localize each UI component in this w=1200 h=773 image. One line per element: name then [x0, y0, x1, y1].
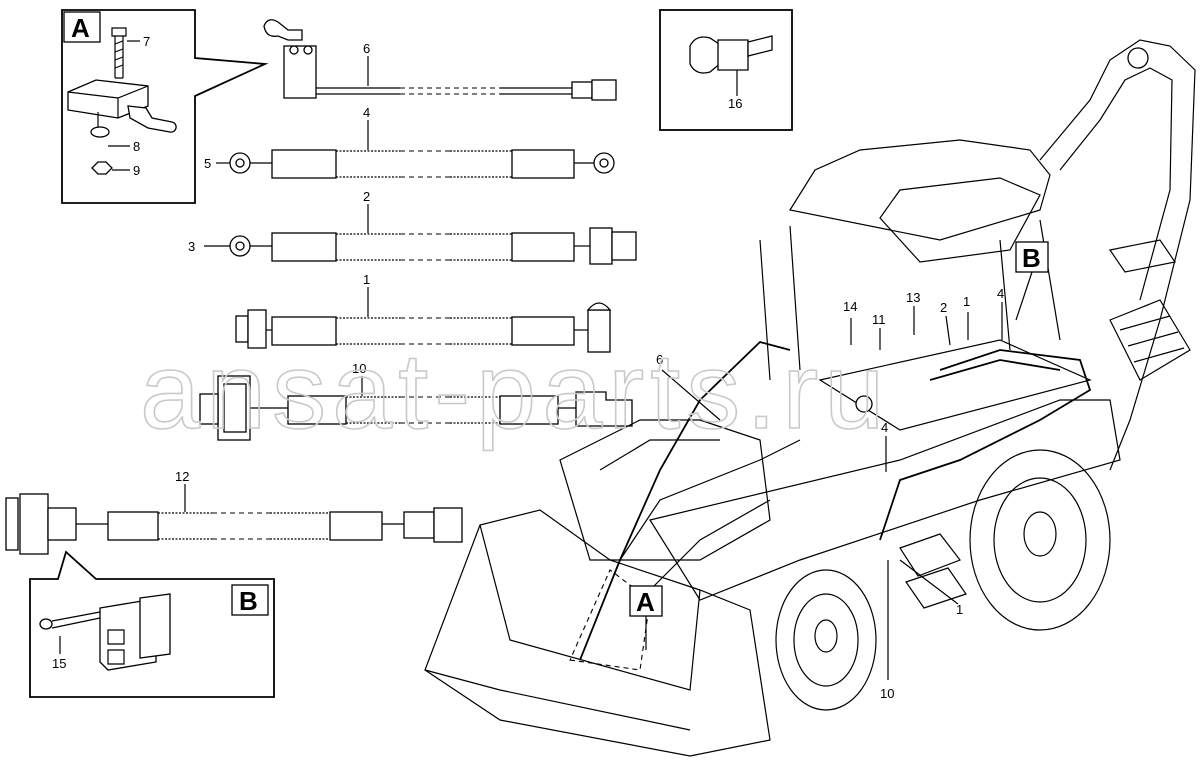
- detail-box-b: B 15: [29, 550, 275, 698]
- detail-box-16: 16: [659, 9, 793, 131]
- part-label-8: 8: [133, 139, 140, 154]
- part-1-cable: 1: [235, 272, 612, 353]
- watermark-text: ansat-parts.ru: [140, 330, 890, 451]
- machine-label-6: 6: [656, 352, 663, 367]
- machine-label-4a: 4: [997, 286, 1004, 301]
- machine-label-11: 11: [872, 312, 886, 327]
- part-label-4: 4: [363, 105, 370, 120]
- part-label-7: 7: [143, 34, 150, 49]
- part-label-12: 12: [175, 469, 189, 484]
- part-label-1: 1: [363, 272, 370, 287]
- machine-label-4b: 4: [881, 420, 888, 435]
- machine-label-14: 14: [843, 299, 857, 314]
- part-2-cable: 2 3: [188, 189, 637, 265]
- part-label-16: 16: [728, 96, 742, 111]
- part-6-cable: 6: [263, 19, 617, 101]
- machine-label-2a: 2: [940, 300, 947, 315]
- machine-callout-a: A: [636, 587, 655, 617]
- part-label-15: 15: [52, 656, 66, 671]
- machine-label-13: 13: [906, 290, 920, 305]
- part-label-6: 6: [363, 41, 370, 56]
- part-label-9: 9: [133, 163, 140, 178]
- detail-box-a: A 7 8 9: [61, 9, 269, 204]
- part-10-cable: 10: [199, 361, 633, 441]
- machine-label-1b: 1: [956, 602, 963, 617]
- box-a-letter: A: [71, 13, 90, 43]
- machine-label-10: 10: [880, 686, 894, 701]
- part-label-10: 10: [352, 361, 366, 376]
- part-4-cable: 4 5: [204, 105, 615, 179]
- part-label-5: 5: [204, 156, 211, 171]
- part-label-3: 3: [188, 239, 195, 254]
- machine-label-1a: 1: [963, 294, 970, 309]
- machine-callout-b: B: [1022, 243, 1041, 273]
- part-12-cable: 12: [5, 469, 463, 555]
- box-b-letter: B: [239, 586, 258, 616]
- backhoe-loader-drawing: A B 6 14 11 13 2 1 4 4 1 10: [424, 39, 1196, 757]
- part-label-2: 2: [363, 189, 370, 204]
